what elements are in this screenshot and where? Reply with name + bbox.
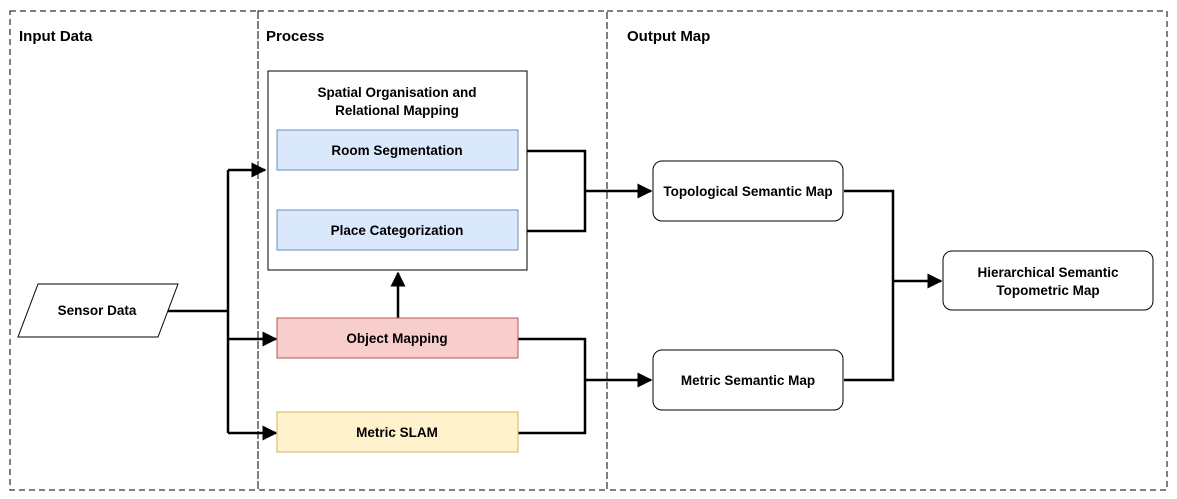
metric-slam-node: Metric SLAM [276, 411, 519, 453]
place-categorization-node: Place Categorization [276, 209, 519, 251]
object-mapping-node: Object Mapping [276, 317, 519, 359]
edge-object-out [518, 337, 587, 435]
topological-map-label: Topological Semantic Map [663, 184, 832, 199]
process-section-frame [257, 10, 608, 491]
room-segmentation-node: Room Segmentation [276, 129, 519, 171]
room-segmentation-label: Room Segmentation [331, 143, 462, 158]
metric-map-label: Metric Semantic Map [681, 373, 815, 388]
spatial-organisation-title-line2: Relational Mapping [335, 103, 459, 118]
edge-maps-merge [844, 189, 895, 382]
spatial-organisation-title-line1: Spatial Organisation and [317, 85, 476, 100]
output-section-title: Output Map [627, 28, 710, 45]
input-section-frame [9, 10, 259, 491]
sensor-data-node: Sensor Data [17, 283, 179, 338]
input-section-title: Input Data [19, 28, 93, 45]
topological-map-node: Topological Semantic Map [652, 160, 844, 222]
place-categorization-label: Place Categorization [331, 223, 464, 238]
hierarchical-map-label-line2: Topometric Map [996, 283, 1099, 298]
object-mapping-label: Object Mapping [346, 331, 447, 346]
connectors [168, 149, 943, 441]
process-section-title: Process [266, 28, 324, 45]
metric-map-node: Metric Semantic Map [652, 349, 844, 411]
output-section-frame [606, 10, 1168, 491]
sensor-data-label: Sensor Data [58, 303, 137, 318]
edge-room-seg-out [518, 149, 587, 233]
section-frames [9, 10, 1168, 491]
hierarchical-map-label-line1: Hierarchical Semantic [977, 265, 1119, 280]
metric-slam-label: Metric SLAM [356, 425, 438, 440]
hierarchical-map-node: Hierarchical Semantic Topometric Map [942, 250, 1154, 311]
